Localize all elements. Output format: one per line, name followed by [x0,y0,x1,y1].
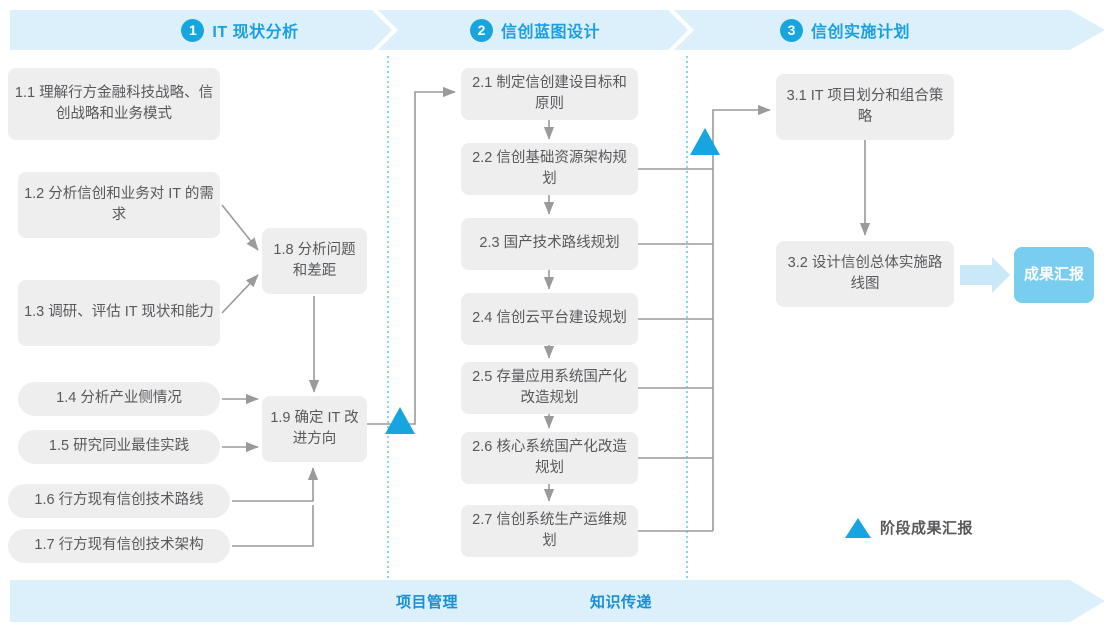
task-box-3-2[interactable]: 3.2 设计信创总体实施路线图 [776,241,954,307]
phase-title-1: IT 现状分析 [212,24,299,41]
legend-milestone: 阶段成果汇报 [845,517,973,538]
legend-label: 阶段成果汇报 [880,520,974,537]
phase-number-badge-1: 1 [181,18,205,42]
phase-divider-dotted [387,56,688,578]
task-box-1-2[interactable]: 1.2 分析信创和业务对 IT 的需求 [18,172,220,238]
task-box-3-1[interactable]: 3.1 IT 项目划分和组合策略 [776,74,954,140]
milestone-triangle [385,128,720,434]
task-box-2-4[interactable]: 2.4 信创云平台建设规划 [461,293,638,345]
task-box-1-1[interactable]: 1.1 理解行方金融科技战略、信创战略和业务模式 [8,68,220,140]
phase-number-badge-3: 3 [779,18,803,42]
task-box-1-3[interactable]: 1.3 调研、评估 IT 现状和能力 [18,280,220,346]
task-box-2-5[interactable]: 2.5 存量应用系统国产化改造规划 [461,362,638,414]
task-box-1-6[interactable]: 1.6 行方现有信创技术路线 [8,484,230,518]
phase-banner-bottom [10,580,1105,622]
footer-label-knowledge-transfer: 知识传递 [590,593,653,611]
task-box-2-6[interactable]: 2.6 核心系统国产化改造规划 [461,432,638,484]
task-box-2-3[interactable]: 2.3 国产技术路线规划 [461,218,638,270]
task-box-2-1[interactable]: 2.1 制定信创建设目标和原则 [461,68,638,120]
task-box-1-8[interactable]: 1.8 分析问题和差距 [262,228,367,294]
result-block-arrow [960,257,1010,293]
result-report-box[interactable]: 成果汇报 [1014,247,1094,303]
phase-header-2[interactable]: 2 信创蓝图设计 [400,10,670,50]
phase-header-3[interactable]: 3 信创实施计划 [700,10,990,50]
footer-label-project-management: 项目管理 [396,593,459,611]
task-box-1-4[interactable]: 1.4 分析产业侧情况 [18,382,220,416]
phase-number-badge-2: 2 [469,18,493,42]
task-box-1-7[interactable]: 1.7 行方现有信创技术架构 [8,529,230,563]
phase-title-3: 信创实施计划 [810,24,910,41]
task-box-2-2[interactable]: 2.2 信创基础资源架构规划 [461,143,638,195]
triangle-icon [845,517,871,538]
task-box-1-5[interactable]: 1.5 研究同业最佳实践 [18,430,220,464]
phase-title-2: 信创蓝图设计 [500,24,600,41]
task-box-1-9[interactable]: 1.9 确定 IT 改进方向 [262,396,367,462]
phase-header-1[interactable]: 1 IT 现状分析 [100,10,380,50]
task-box-2-7[interactable]: 2.7 信创系统生产运维规划 [461,505,638,557]
